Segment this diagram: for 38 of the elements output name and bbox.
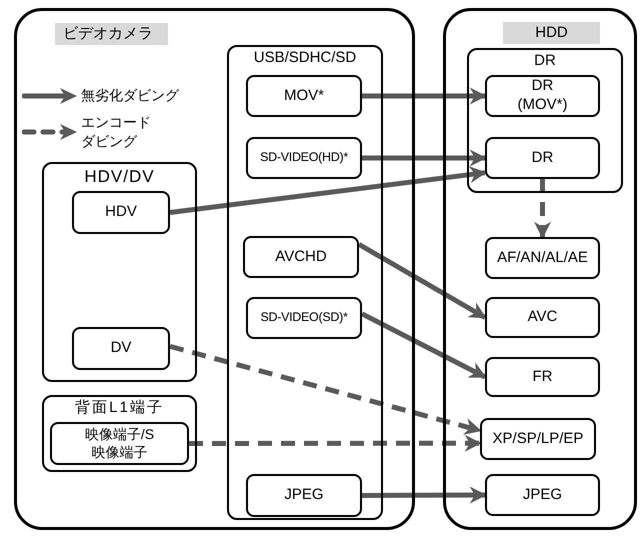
arrow bbox=[358, 242, 486, 320]
group-heading: DR bbox=[533, 52, 557, 71]
legend-text: 無劣化ダビング bbox=[81, 86, 180, 105]
arrow bbox=[170, 166, 487, 215]
format-box: DR bbox=[485, 137, 600, 179]
arrow bbox=[169, 344, 482, 435]
arrow bbox=[362, 150, 487, 166]
arrow bbox=[534, 179, 551, 239]
group-box bbox=[42, 162, 197, 382]
group-box bbox=[42, 395, 197, 472]
group-heading: 背面L1端子 bbox=[74, 399, 165, 418]
format-box: XP/SP/LP/EP bbox=[480, 418, 596, 460]
arrow bbox=[360, 312, 486, 380]
format-box: DR (MOV*) bbox=[485, 75, 600, 117]
panel-heading: HDD bbox=[503, 22, 600, 44]
format-box: 映像端子/S映像端子 bbox=[50, 422, 189, 465]
format-box: MOV* bbox=[246, 75, 362, 117]
group-box bbox=[467, 48, 623, 193]
group-heading: USB/SDHC/SD bbox=[252, 49, 358, 68]
format-box: JPEG bbox=[246, 474, 362, 517]
device-panel bbox=[443, 8, 637, 530]
format-box: AF/AN/AL/AE bbox=[485, 237, 600, 279]
format-box: HDV bbox=[72, 191, 170, 234]
format-box: DV bbox=[72, 327, 170, 370]
format-box: SD-VIDEO(SD)* bbox=[246, 297, 362, 339]
panel-heading: ビデオカメラ bbox=[55, 23, 168, 45]
arrow bbox=[189, 434, 482, 452]
format-box: AVCHD bbox=[243, 236, 359, 278]
legend-text: エンコードダビング bbox=[81, 113, 152, 151]
device-panel bbox=[14, 8, 415, 530]
arrow bbox=[362, 88, 487, 104]
group-box bbox=[227, 45, 383, 520]
format-box: FR bbox=[485, 357, 600, 397]
arrow bbox=[362, 486, 487, 504]
format-box: AVC bbox=[485, 297, 600, 338]
format-box: SD-VIDEO(HD)* bbox=[246, 137, 362, 179]
format-box: JPEG bbox=[485, 474, 600, 516]
group-heading: HDV/DV bbox=[83, 166, 156, 188]
